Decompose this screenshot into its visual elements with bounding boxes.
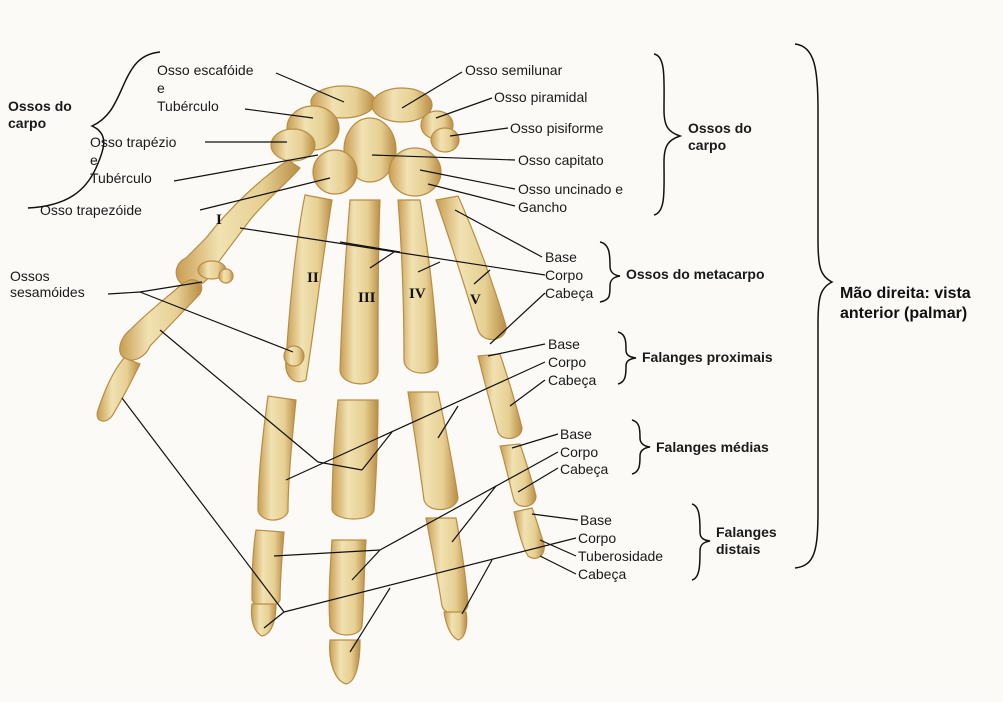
label-escafoide-e: e	[157, 80, 165, 96]
distal-brace	[692, 504, 710, 580]
main-title: Mão direita: vista anterior (palmar)	[840, 284, 971, 324]
label-piramidal: Osso piramidal	[494, 89, 587, 105]
label-metacarpal-base: Base	[545, 249, 577, 265]
numeral-ii: II	[307, 270, 319, 287]
label-metacarpal-corpo: Corpo	[545, 267, 583, 283]
right-carpal-group-line2: carpo	[688, 137, 752, 154]
middle-finger-bones	[329, 200, 380, 684]
middle-brace	[632, 420, 650, 474]
main-title-line1: Mão direita: vista	[840, 284, 971, 304]
label-proximal-corpo: Corpo	[548, 354, 586, 370]
label-middle-cabeca: Cabeça	[560, 461, 608, 477]
label-distal-base: Base	[580, 512, 612, 528]
label-capitato: Osso capitato	[518, 152, 604, 168]
label-escafoide-tuberculo: Tubérculo	[157, 98, 219, 114]
label-semilunar: Osso semilunar	[465, 62, 562, 78]
numeral-i: I	[216, 212, 222, 229]
proximal-brace	[618, 332, 636, 384]
carpal-bones	[271, 86, 459, 196]
label-distal-group-line1: Falanges	[716, 524, 777, 541]
label-pisiforme: Osso pisiforme	[510, 120, 603, 136]
label-proximal-base: Base	[548, 336, 580, 352]
right-carpal-brace	[654, 54, 680, 215]
right-carpal-group-label: Ossos do carpo	[688, 120, 752, 154]
index-finger-bones	[251, 195, 332, 636]
label-escafoide: Osso escafóide	[157, 62, 254, 78]
label-distal-group: Falanges distais	[716, 524, 777, 558]
right-carpal-group-line1: Ossos do	[688, 120, 752, 137]
label-proximal-group: Falanges proximais	[642, 349, 773, 366]
label-sesamoids-line2: sesamóides	[10, 284, 85, 300]
label-sesamoids: Ossos sesamóides	[10, 268, 85, 300]
label-metacarpal-group: Ossos do metacarpo	[626, 266, 765, 283]
label-trapezio-tuberculo: Tubérculo	[90, 170, 152, 186]
whole-hand-brace	[795, 44, 832, 568]
left-carpal-group-line2: carpo	[8, 115, 72, 132]
label-metacarpal-cabeca: Cabeça	[545, 285, 593, 301]
numeral-v: V	[470, 292, 481, 309]
label-gancho: Gancho	[518, 199, 567, 215]
numeral-iv: IV	[409, 286, 426, 303]
label-middle-group: Falanges médias	[656, 439, 769, 456]
label-distal-corpo: Corpo	[578, 530, 616, 546]
label-middle-corpo: Corpo	[560, 444, 598, 460]
left-carpal-group-line1: Ossos do	[8, 98, 72, 115]
thumb-bones	[97, 160, 300, 421]
main-title-line2: anterior (palmar)	[840, 304, 971, 324]
left-carpal-group-label: Ossos do carpo	[8, 98, 72, 132]
label-distal-tuberosidade: Tuberosidade	[578, 548, 663, 564]
label-trapezio: Osso trapézio	[90, 134, 176, 150]
numeral-iii: III	[358, 290, 376, 307]
metacarpal-brace	[600, 242, 620, 302]
label-trapezio-e: e	[90, 152, 98, 168]
label-trapezoide: Osso trapezóide	[40, 202, 142, 218]
label-uncinado: Osso uncinado e	[518, 181, 623, 197]
label-middle-base: Base	[560, 426, 592, 442]
hand-bones	[97, 86, 544, 684]
label-distal-group-line2: distais	[716, 541, 777, 558]
label-distal-cabeca: Cabeça	[578, 566, 626, 582]
label-sesamoids-line1: Ossos	[10, 268, 85, 284]
label-proximal-cabeca: Cabeça	[548, 372, 596, 388]
